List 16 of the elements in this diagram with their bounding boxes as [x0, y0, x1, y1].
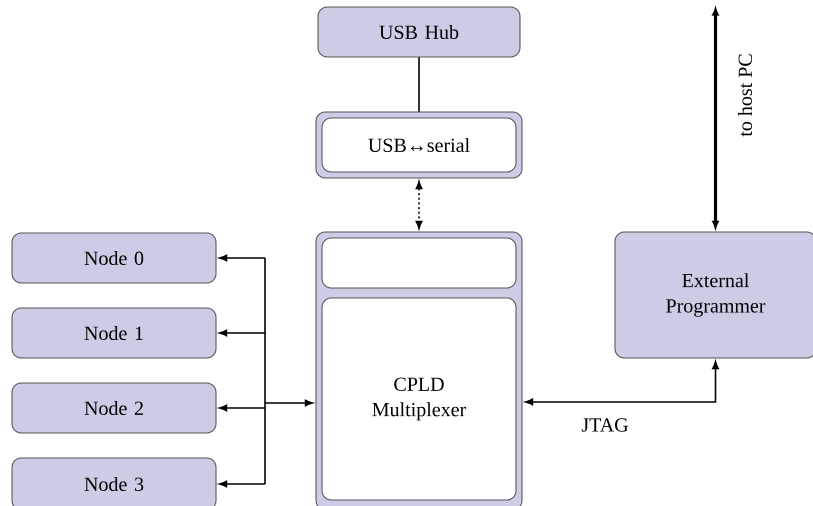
text-box: CPLD Multiplexer	[321, 297, 517, 501]
edge-label: to host PC	[738, 54, 752, 136]
text-box: Node 1	[11, 307, 217, 359]
text-box: Node 2	[11, 382, 217, 434]
edge-label: JTAG	[582, 418, 628, 432]
empty-box	[321, 237, 517, 289]
text-box: USB↔serial	[321, 117, 517, 173]
arrow	[525, 361, 719, 406]
text-box: Node 0	[11, 232, 217, 284]
arrow	[712, 8, 719, 228]
text-box: Node 3	[11, 457, 217, 506]
text-box: External Programmer	[614, 231, 813, 359]
arrow	[416, 181, 422, 229]
branching-arrow	[219, 254, 313, 488]
connector-line	[418, 58, 420, 112]
text-box: USB Hub	[317, 6, 521, 58]
